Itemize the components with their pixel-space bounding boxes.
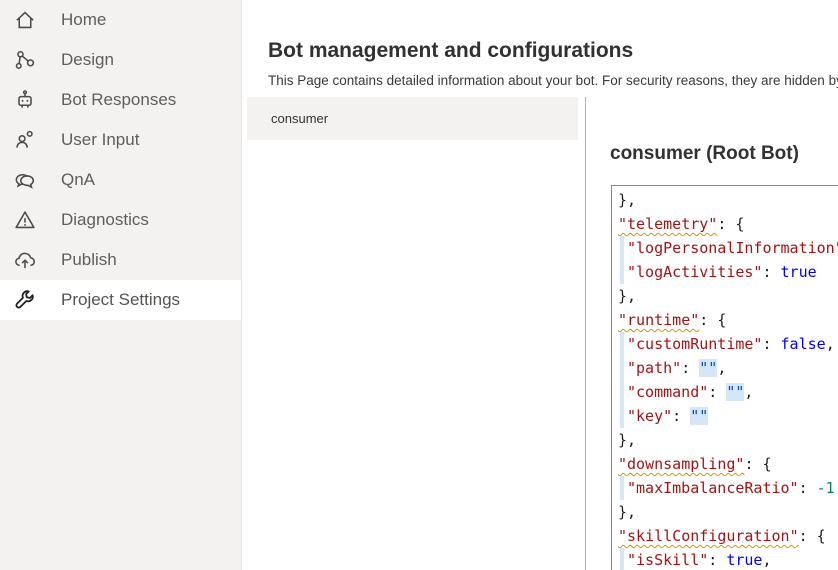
token-number: -1: [816, 479, 835, 497]
sidebar-item-label: Design: [61, 50, 114, 69]
sidebar-item-publish[interactable]: Publish: [0, 240, 241, 280]
token-punct: },: [618, 287, 637, 305]
token-key: "customRuntime": [627, 335, 763, 353]
sidebar-item-home[interactable]: Home: [0, 0, 241, 40]
active-indent-guide: [620, 380, 624, 404]
token-punct: : {: [798, 527, 826, 545]
token-key: "logActivities": [627, 263, 763, 281]
active-indent-guide: [620, 332, 624, 356]
code-line[interactable]: "logPersonalInformation": false,: [618, 236, 838, 260]
token-punct: ,: [762, 551, 772, 569]
token-punct: ,: [825, 335, 835, 353]
token-key-warn: "runtime": [618, 311, 700, 329]
bot-list-item-consumer[interactable]: consumer: [247, 97, 578, 140]
token-punct: ,: [717, 359, 727, 377]
sidebar-item-label: Home: [61, 10, 107, 29]
active-indent-guide: [620, 548, 624, 570]
code-line[interactable]: "path": "",: [618, 356, 838, 380]
token-punct: : {: [744, 455, 772, 473]
sidebar-item-label: QnA: [61, 170, 96, 189]
token-punct: :: [762, 335, 781, 353]
sidebar-item-label: Bot Responses: [61, 90, 177, 109]
sidebar-item-diagnostics[interactable]: Diagnostics: [0, 200, 241, 240]
token-punct: : {: [717, 215, 745, 233]
page-title: Bot management and configurations: [268, 39, 634, 63]
active-indent-guide: [620, 476, 624, 500]
token-key-warn: "downsampling": [618, 455, 745, 473]
token-key: "maxImbalanceRatio": [627, 479, 799, 497]
active-indent-guide: [620, 356, 624, 380]
token-bool: true: [726, 551, 763, 569]
token-key-warn: "telemetry": [618, 215, 718, 233]
json-settings-editor[interactable]: },"telemetry": {"logPersonalInformation"…: [611, 185, 838, 570]
active-indent-guide: [620, 236, 624, 260]
active-indent-guide: [620, 404, 624, 428]
token-punct: :: [672, 407, 691, 425]
token-string-hl: "": [699, 359, 718, 377]
home-icon: [13, 8, 37, 32]
token-punct: },: [618, 431, 637, 449]
code-line[interactable]: "telemetry": {: [618, 212, 838, 236]
token-punct: },: [618, 191, 637, 209]
token-punct: :: [681, 359, 700, 377]
token-punct: :: [798, 479, 817, 497]
active-indent-guide: [620, 260, 624, 284]
sidebar-item-bot-responses[interactable]: Bot Responses: [0, 80, 241, 120]
token-key: "logPersonalInformation": [627, 239, 838, 257]
code-line[interactable]: "isSkill": true,: [618, 548, 838, 570]
token-punct: },: [618, 503, 637, 521]
diagnostics-icon: [13, 208, 37, 232]
qna-icon: [13, 168, 37, 192]
code-line[interactable]: "downsampling": {: [618, 452, 838, 476]
bot-detail-heading: consumer (Root Bot): [610, 142, 799, 164]
sidebar-item-label: Publish: [61, 250, 117, 269]
sidebar-item-label: Diagnostics: [61, 210, 149, 229]
code-line[interactable]: },: [618, 188, 838, 212]
page-subtitle: This Page contains detailed information …: [268, 73, 838, 88]
code-line[interactable]: "logActivities": true: [618, 260, 838, 284]
user-input-icon: [13, 128, 37, 152]
token-key: "command": [627, 383, 709, 401]
code-line[interactable]: },: [618, 428, 838, 452]
sidebar-item-user-input[interactable]: User Input: [0, 120, 241, 160]
design-icon: [13, 48, 37, 72]
code-line[interactable]: "key": "": [618, 404, 838, 428]
project-settings-icon: [13, 288, 37, 312]
sidebar-item-design[interactable]: Design: [0, 40, 241, 80]
token-punct: :: [762, 263, 781, 281]
token-string-hl: "": [726, 383, 745, 401]
code-line[interactable]: "command": "",: [618, 380, 838, 404]
sidebar-item-label: User Input: [61, 130, 140, 149]
token-bool: true: [780, 263, 817, 281]
token-punct: ,: [744, 383, 754, 401]
bot-responses-icon: [13, 88, 37, 112]
code-line[interactable]: },: [618, 284, 838, 308]
token-punct: :: [708, 383, 727, 401]
code-line[interactable]: "runtime": {: [618, 308, 838, 332]
code-line[interactable]: "skillConfiguration": {: [618, 524, 838, 548]
token-key: "key": [627, 407, 673, 425]
sidebar-item-project-settings[interactable]: Project Settings: [0, 280, 241, 320]
token-string-hl: "": [690, 407, 709, 425]
publish-icon: [13, 248, 37, 272]
token-bool: false: [780, 335, 826, 353]
token-punct: :: [708, 551, 727, 569]
token-punct: : {: [699, 311, 727, 329]
sidebar-item-qna[interactable]: QnA: [0, 160, 241, 200]
code-line[interactable]: "maxImbalanceRatio": -1: [618, 476, 838, 500]
sidebar-item-label: Project Settings: [61, 290, 181, 309]
panel-divider: [585, 97, 586, 570]
token-key: "path": [627, 359, 682, 377]
code-line[interactable]: "customRuntime": false,: [618, 332, 838, 356]
token-key-warn: "skillConfiguration": [618, 527, 799, 545]
token-key: "isSkill": [627, 551, 709, 569]
bot-list: consumer: [247, 97, 578, 140]
code-line[interactable]: },: [618, 500, 838, 524]
